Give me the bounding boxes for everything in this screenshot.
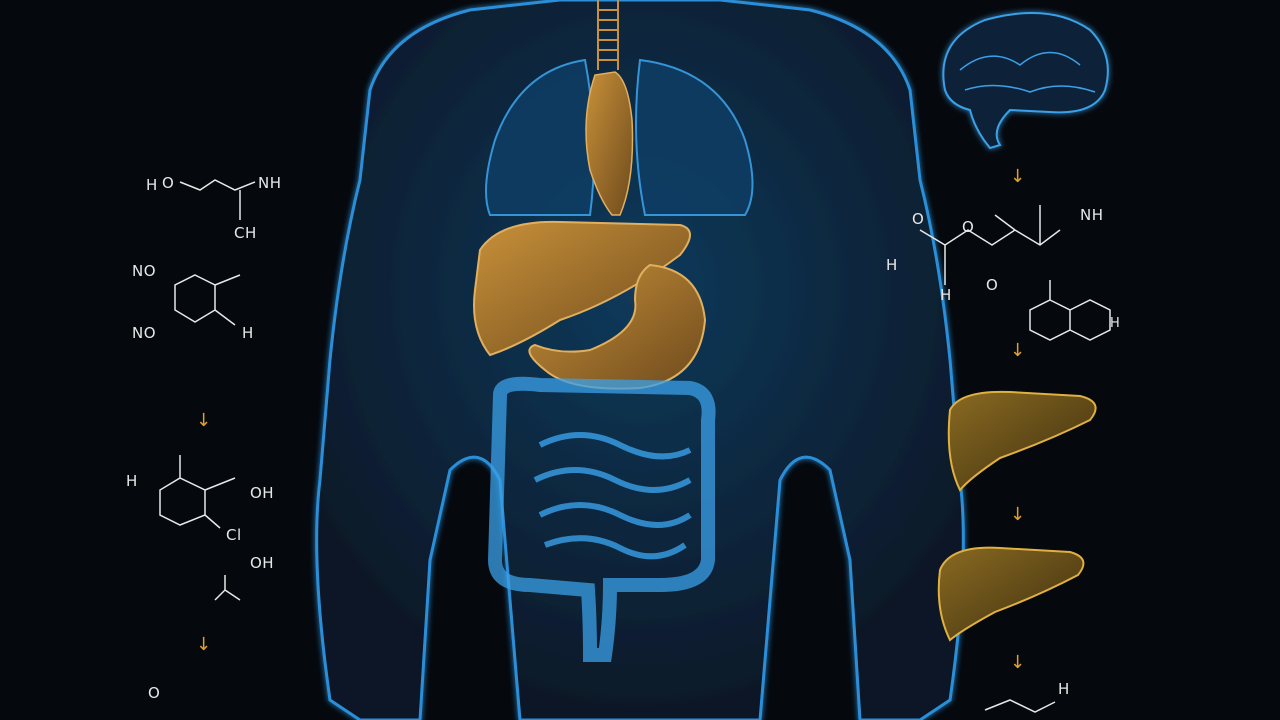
molecule-right-1	[919, 205, 1061, 285]
right-arrow-3: ↓	[1010, 504, 1026, 525]
liver-icon-lower	[937, 546, 1085, 642]
r1-label-g: H	[1110, 316, 1121, 331]
molecule-right-3	[984, 699, 1056, 713]
stomach	[528, 263, 707, 390]
molecule-left-4	[214, 575, 241, 601]
mol4-label-a: OH	[250, 554, 275, 572]
molecule-left-1	[179, 179, 256, 220]
mol1-label-b: O	[162, 174, 175, 192]
mol3-label-b: OH	[250, 484, 275, 502]
mol1-label-d: CH	[234, 224, 257, 242]
mol3-label-a: H	[126, 472, 138, 490]
mol1-label-a: H	[146, 176, 158, 194]
mol5-label-a: O	[148, 684, 161, 702]
r1-label-e: O	[986, 276, 999, 294]
esophagus	[585, 71, 634, 216]
r1-label-b: O	[962, 218, 975, 236]
molecule-left-2	[174, 274, 241, 326]
right-arrow-2: ↓	[1010, 340, 1026, 361]
mol2-label-c: H	[242, 324, 254, 342]
mol3-label-c: Cl	[226, 526, 242, 544]
small-intestine	[533, 432, 692, 560]
mol2-label-a: NO	[132, 262, 157, 280]
r1-label-a: O	[912, 210, 925, 228]
right-arrow-1: ↓	[1010, 166, 1026, 187]
r3-label-a: H	[1058, 680, 1070, 698]
trachea	[597, 0, 619, 70]
large-intestine	[487, 376, 716, 662]
right-lung	[635, 58, 754, 216]
liver-icon-upper	[947, 390, 1097, 492]
liver	[473, 220, 691, 357]
molecule-left-3	[159, 455, 236, 529]
r1-label-c: NH	[1080, 206, 1104, 224]
r1-label-f: H	[940, 286, 952, 304]
left-arrow-1: ↓	[196, 410, 212, 431]
r1-label-d: H	[886, 256, 898, 274]
molecule-right-2	[1029, 280, 1111, 341]
left-arrow-2: ↓	[196, 634, 212, 655]
right-arrow-4: ↓	[1010, 652, 1026, 673]
mol1-label-c: NH	[258, 174, 282, 192]
mol2-label-b: NO	[132, 324, 157, 342]
brain	[942, 11, 1109, 150]
